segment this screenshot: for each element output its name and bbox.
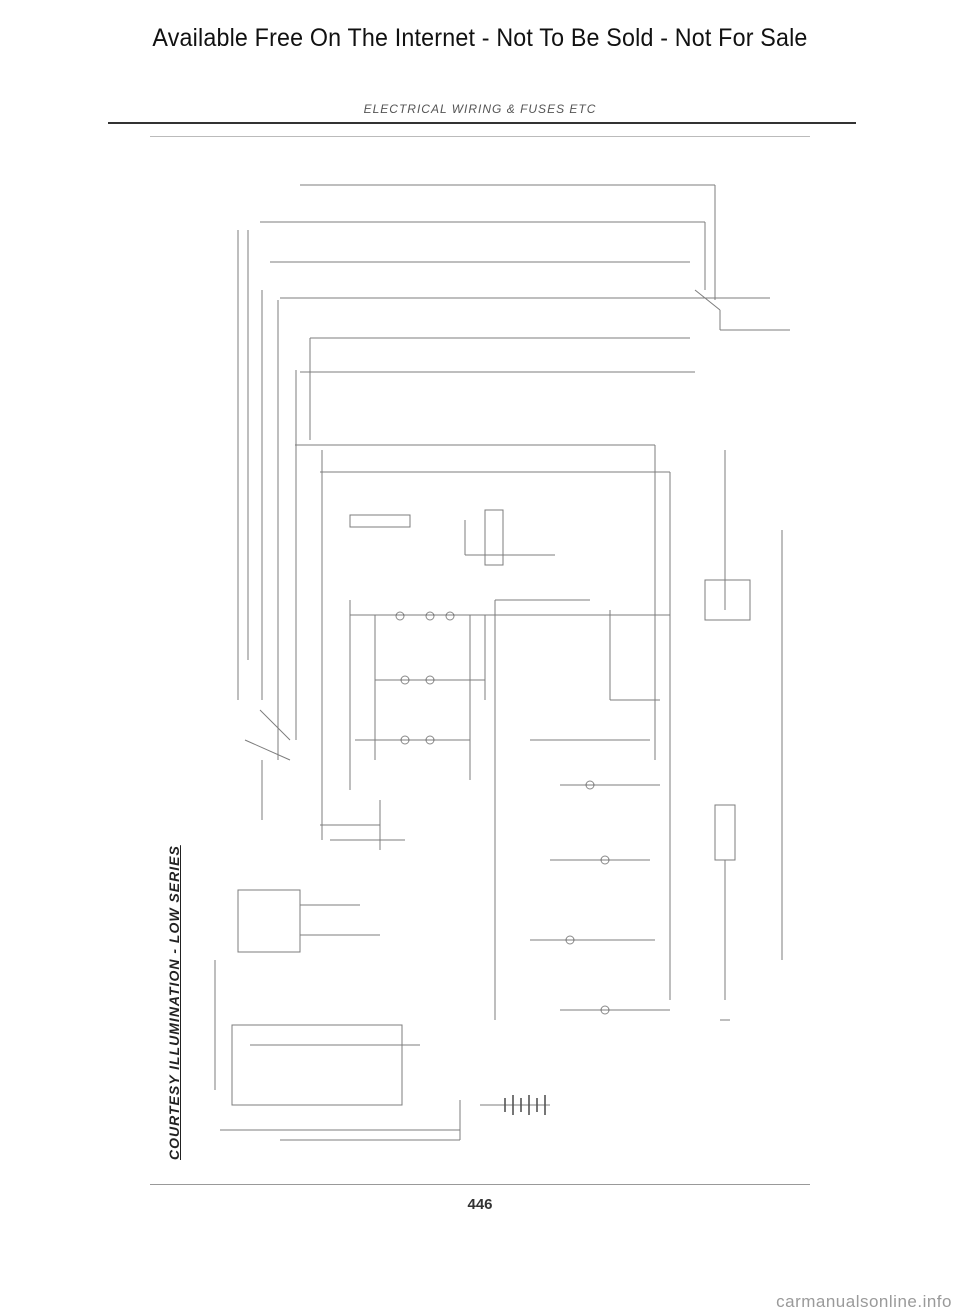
footer-rule [150,1184,810,1185]
header-rule-secondary [150,136,810,137]
page-number: 446 [467,1196,493,1213]
header-rule [108,122,856,124]
site-watermark: carmanualsonline.info [776,1292,952,1311]
wiring-diagram [150,140,810,1170]
availability-banner: Available Free On The Internet - Not To … [152,24,808,52]
section-title: ELECTRICAL WIRING & FUSES ETC [363,102,597,116]
wiring-diagram-drawing [214,184,790,1141]
diagram-title: COURTESY ILLUMINATION - LOW SERIES [166,845,182,1160]
